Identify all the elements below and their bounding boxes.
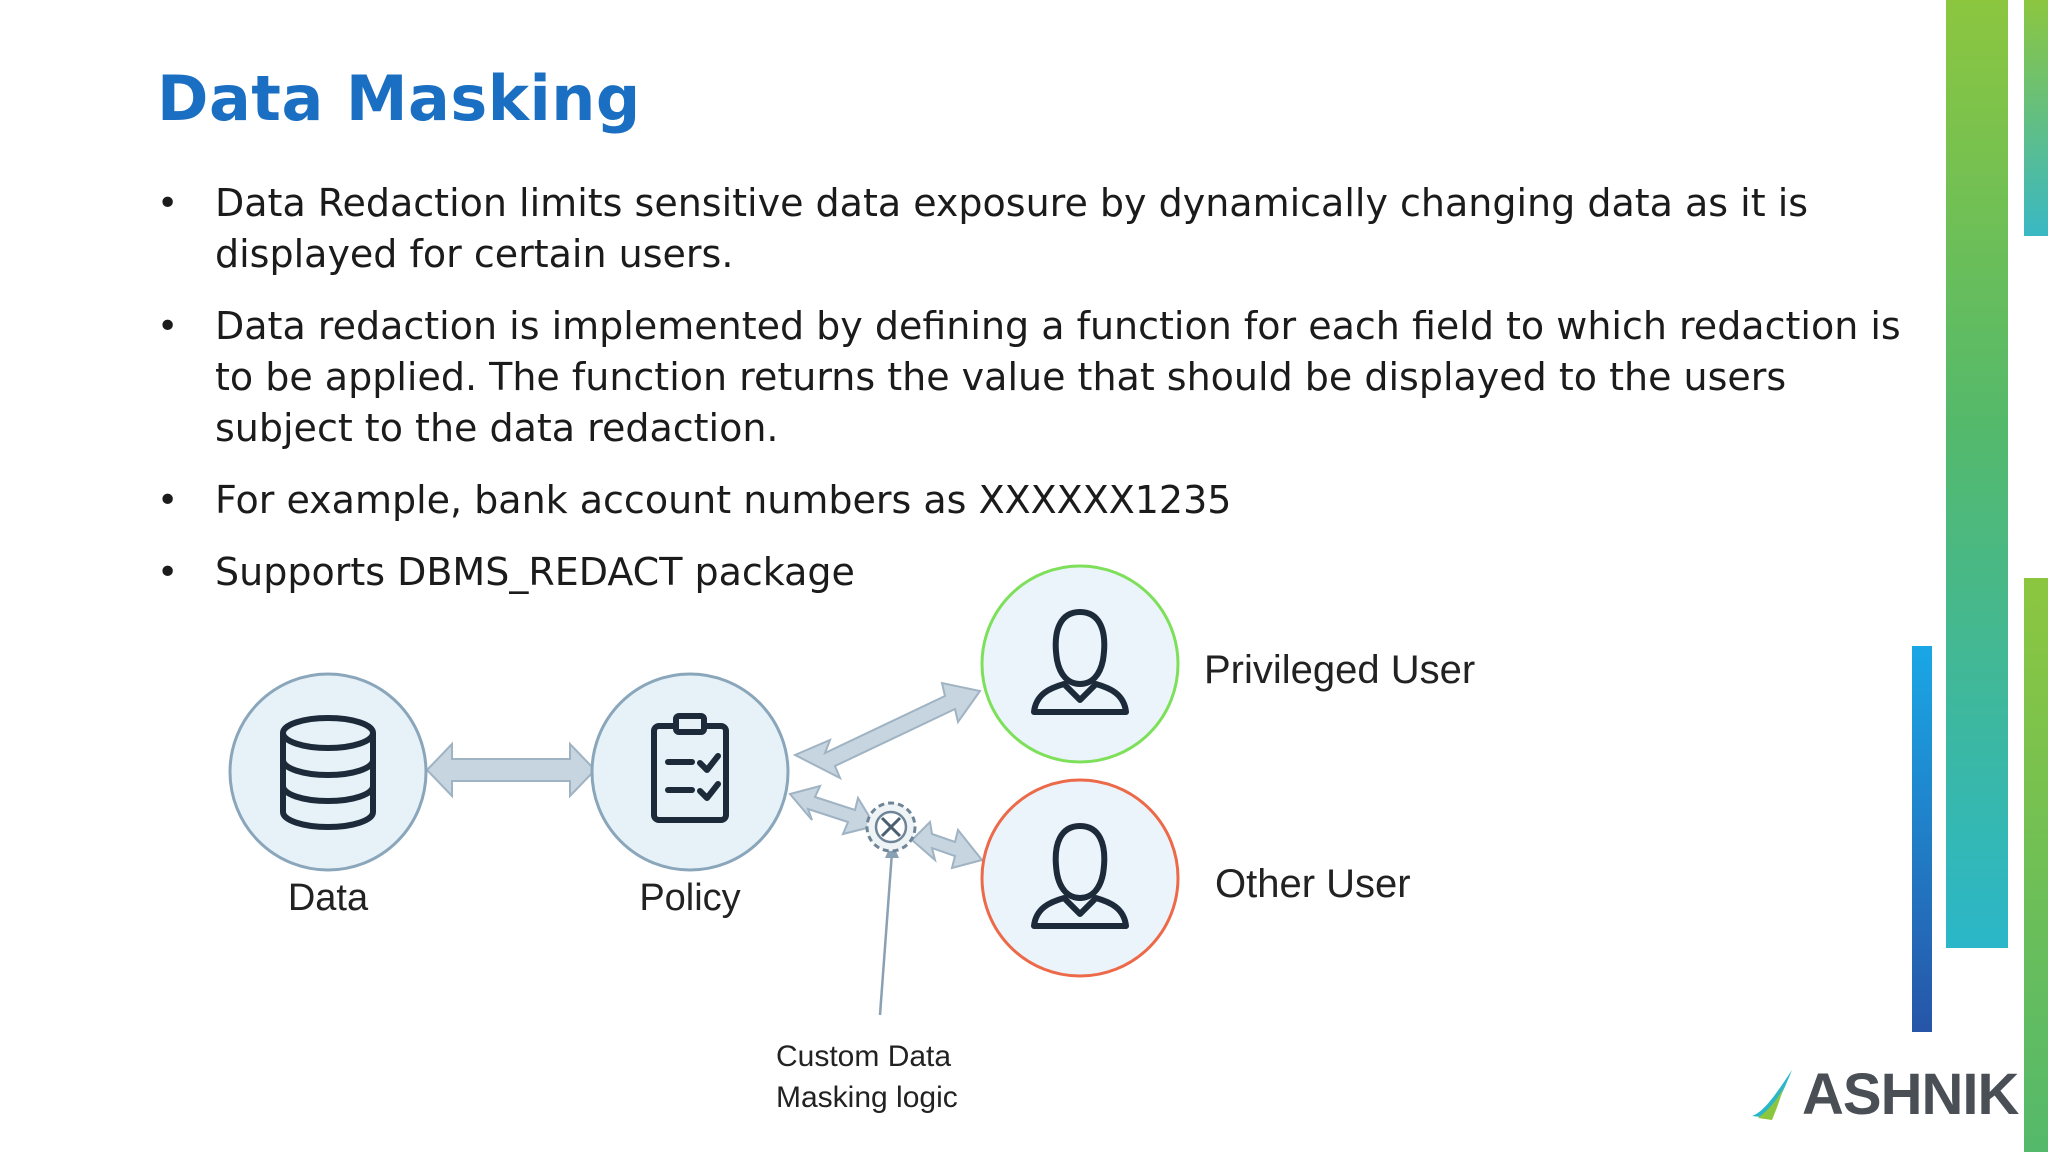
privileged-user-node — [980, 564, 1180, 764]
arrow-policy-privileged — [792, 681, 982, 781]
clipboard-checklist-icon — [651, 713, 729, 823]
arrow-data-policy — [425, 741, 597, 799]
database-icon — [280, 715, 376, 830]
decor-bar-teal-top — [2024, 0, 2048, 236]
user-icon — [1031, 609, 1129, 715]
bullet-item: Data Redaction limits sensitive data exp… — [157, 178, 1917, 280]
gear-tools-icon — [865, 801, 917, 853]
bullet-item: Data redaction is implemented by definin… — [157, 301, 1917, 454]
masking-label-line1: Custom Data — [776, 1040, 951, 1073]
data-node-label: Data — [288, 877, 369, 919]
privileged-user-label: Privileged User — [1204, 648, 1475, 692]
ashnik-logo: ASHNIK — [1748, 1062, 2019, 1127]
arrow-policy-masking — [788, 784, 877, 836]
bullet-list: Data Redaction limits sensitive data exp… — [157, 178, 1917, 619]
decor-bar-green-bottom — [2024, 578, 2048, 1152]
data-node — [228, 672, 428, 872]
policy-node-label: Policy — [639, 877, 740, 919]
bullet-item: Supports DBMS_REDACT package — [157, 547, 1917, 598]
arrow-masking-other — [910, 819, 984, 870]
other-user-node — [980, 778, 1180, 978]
bullet-item: For example, bank account numbers as XXX… — [157, 475, 1917, 526]
decor-bar-green-top — [1946, 0, 2008, 948]
logo-text: ASHNIK — [1802, 1061, 2019, 1127]
other-user-label: Other User — [1215, 862, 1411, 906]
masking-label-line2: Masking logic — [776, 1081, 958, 1114]
ashnik-swoosh-icon — [1752, 1070, 1792, 1120]
user-icon — [1031, 823, 1129, 929]
decor-bar-blue — [1912, 646, 1932, 1032]
policy-node — [590, 672, 790, 872]
masking-pointer-line — [878, 851, 894, 1016]
slide-title: Data Masking — [157, 62, 641, 135]
